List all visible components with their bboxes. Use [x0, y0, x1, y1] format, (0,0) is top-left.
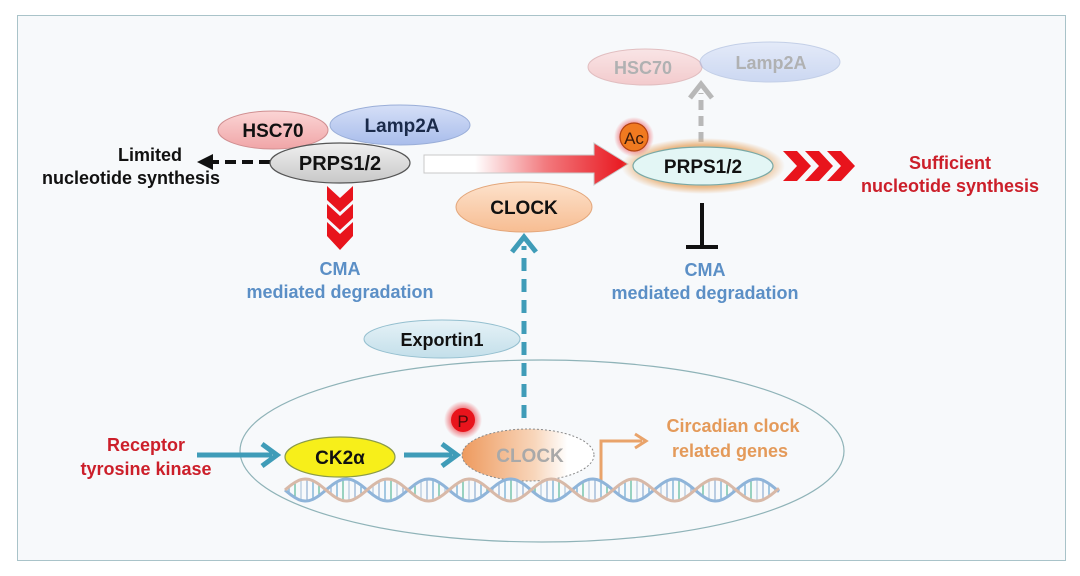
- left-hsc70-node: HSC70: [217, 110, 329, 150]
- phospho-label: P: [457, 412, 468, 431]
- left-degradation-chevrons: [327, 186, 353, 250]
- nucleus: [239, 359, 845, 543]
- receptor-to-ck2-arrow: [197, 441, 282, 469]
- right-lamp2a-node: Lamp2A: [699, 41, 841, 83]
- left-lamp2a-label: Lamp2A: [365, 116, 440, 137]
- right-complex: HSC70 Lamp2A PRPS1/2 Ac Sufficient nu: [587, 41, 1039, 303]
- exportin1-node: Exportin1: [363, 319, 521, 359]
- left-hsc70-label: HSC70: [242, 121, 303, 142]
- cytoplasmic-clock-label: CLOCK: [490, 198, 558, 219]
- acetyl-label: Ac: [624, 129, 644, 148]
- activation-arrow: [423, 142, 629, 186]
- right-prps-node: PRPS1/2: [621, 138, 785, 194]
- left-prps-node: PRPS1/2: [269, 142, 411, 184]
- nuclear-export-arrow: [510, 232, 538, 418]
- sufficient-label-line1: Sufficient: [909, 153, 991, 173]
- left-prps-label: PRPS1/2: [299, 153, 381, 175]
- ck2-node: CK2α: [284, 436, 396, 478]
- inhibition-bar: [686, 203, 718, 249]
- receptor-label-line2: tyrosine kinase: [80, 459, 211, 479]
- exportin1-label: Exportin1: [400, 330, 483, 350]
- cytoplasmic-clock-node: CLOCK: [455, 181, 593, 233]
- right-hsc70-node: HSC70: [587, 48, 703, 86]
- genes-label-line2: related genes: [672, 441, 788, 461]
- nuclear-clock-label: CLOCK: [496, 446, 564, 467]
- left-complex: Limited nucleotide synthesis Lamp2A HSC7…: [42, 104, 471, 302]
- right-cma-line1: CMA: [685, 260, 726, 280]
- transcription-arrow: [599, 432, 649, 481]
- left-cma-line1: CMA: [320, 259, 361, 279]
- right-prps-label: PRPS1/2: [664, 157, 742, 178]
- dna-helix-icon: [284, 477, 780, 503]
- left-cma-line2: mediated degradation: [246, 282, 433, 302]
- dissociation-arrow: [688, 79, 714, 142]
- right-lamp2a-label: Lamp2A: [735, 53, 806, 73]
- genes-label-line1: Circadian clock: [666, 416, 800, 436]
- sufficient-label-line2: nucleotide synthesis: [861, 176, 1039, 196]
- ck2-label: CK2α: [315, 448, 365, 469]
- phospho-badge: P: [444, 401, 482, 439]
- right-cma-line2: mediated degradation: [611, 283, 798, 303]
- right-synthesis-chevrons: [783, 151, 855, 181]
- limited-arrow: [197, 154, 270, 170]
- receptor-label-line1: Receptor: [107, 435, 185, 455]
- limited-label-line1: Limited: [118, 145, 182, 165]
- nuclear-clock-node: CLOCK: [461, 428, 595, 482]
- limited-label-line2: nucleotide synthesis: [42, 168, 220, 188]
- right-hsc70-label: HSC70: [614, 58, 672, 78]
- acetyl-badge: Ac: [614, 117, 654, 157]
- left-lamp2a-node: Lamp2A: [329, 104, 471, 146]
- ck2-to-clock-arrow: [404, 441, 462, 469]
